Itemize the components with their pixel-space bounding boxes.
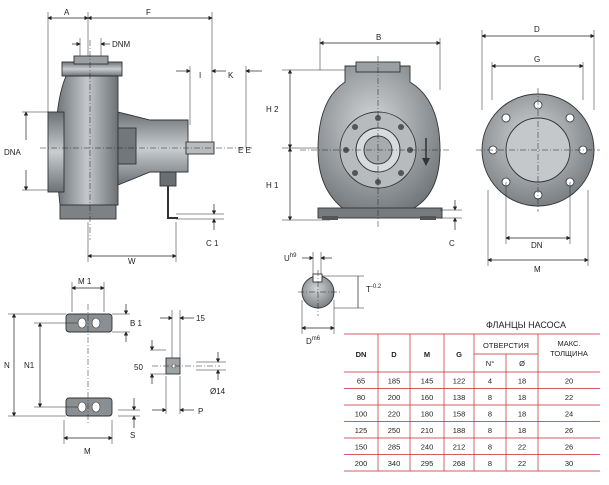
dim-DN-label: DN [531,241,543,250]
dim-M-bottom-label: M [84,447,91,456]
table-cell: 220 [388,410,401,419]
table-header-thickness-1: МАКС. [557,339,580,348]
table-cell: 185 [388,377,401,386]
table-cell: 8 [488,410,492,419]
suction-flange [47,111,65,193]
dim-D-label: D [534,25,540,34]
front-view: B H 2 H 1 C [266,33,462,248]
table-cell: 80 [357,393,365,402]
table-cell: 8 [488,393,492,402]
table-header-g: G [456,350,462,359]
table-cell: 145 [421,377,434,386]
shaft-section: Uh9 T-0.2 Dm6 [284,252,382,346]
dim-N1-label: N1 [24,361,35,370]
table-cell: 18 [518,426,526,435]
dim-H1-label: H 1 [266,181,279,190]
dim-F-label: F [146,8,151,17]
dim-P-label: P [198,407,203,416]
dim-15-label: 15 [196,314,205,323]
table-cell: 158 [453,410,466,419]
table-cell: 18 [518,410,526,419]
table-cell: 210 [421,426,434,435]
table-cell: 212 [453,443,466,452]
dim-G-label: G [534,55,540,64]
table-cell: 240 [421,443,434,452]
table-cell: 8 [488,426,492,435]
dim-DNM-label: DNM [112,40,131,49]
table-cell: 138 [453,393,466,402]
table-cell: 18 [518,377,526,386]
dim-B1-label: B 1 [130,319,143,328]
dim-U-label: Uh9 [284,253,297,263]
table-cell: 200 [388,393,401,402]
table-cell: 8 [488,459,492,468]
table-cell: 65 [357,377,365,386]
dim-50-label: 50 [134,363,143,372]
dim-B-label: B [376,33,381,42]
table-title: ФЛАНЦЫ НАСОСА [486,320,566,330]
table-cell: 8 [488,443,492,452]
table-cell: 22 [518,459,526,468]
table-cell: 150 [355,443,368,452]
table-cell: 20 [565,377,573,386]
table-cell: 125 [355,426,368,435]
table-cell: 24 [565,410,573,419]
dim-Dm6-label: Dm6 [306,336,321,346]
dim-C-label: C [449,239,455,248]
table-cell: 122 [453,377,466,386]
table-header-thickness-2: ТОЛЩИНА [550,349,588,358]
table-cell: 18 [518,393,526,402]
dim-DNA-label: DNA [4,148,22,157]
flange-view: D G DN M [476,25,600,274]
table-cell: 26 [565,426,573,435]
dim-H2-label: H 2 [266,105,279,114]
table-cell: 295 [421,459,434,468]
dim-N-label: N [4,361,10,370]
dim-A-label: A [64,8,70,17]
table-cell: 188 [453,426,466,435]
dim-C1-label: C 1 [206,239,219,248]
table-cell: 100 [355,410,368,419]
svg-text:E E: E E [238,146,251,155]
flange-table: ФЛАНЦЫ НАСОСА DN D M G ОТВЕРСТИЯ МАКС.ТОЛЩИНА… [344,320,600,472]
table-cell: 285 [388,443,401,452]
bolt-detail: 15 50 Ø14 P [134,310,226,416]
table-cell: 160 [421,393,434,402]
table-header-d: D [391,350,397,359]
table-cell: 22 [518,443,526,452]
dim-W-label: W [128,257,136,266]
table-subheader-dia: Ø [519,359,525,368]
table-header-dn: DN [356,350,367,359]
side-view: A F DNM I K DNA [4,8,262,266]
table-header-holes: ОТВЕРСТИЯ [483,341,529,350]
dim-M1-label: M 1 [78,277,92,286]
table-cell: 340 [388,459,401,468]
dim-dia14-label: Ø14 [210,387,226,396]
foot-detail: M 1 B 1 N N1 M S [4,277,143,456]
keyway [312,273,323,283]
dim-K-label: K [228,71,234,80]
table-cell: 26 [565,443,573,452]
table-cell: 200 [355,459,368,468]
table-cell: 22 [565,393,573,402]
dim-I-label: I [199,71,201,80]
table-header-m: M [424,350,430,359]
table-cell: 268 [453,459,466,468]
casing-foot [59,204,117,220]
table-cell: 250 [388,426,401,435]
table-cell: 30 [565,459,573,468]
table-cell: 4 [488,377,492,386]
dim-S-label: S [130,431,135,440]
table-cell: 180 [421,410,434,419]
dim-T-label: T-0.2 [366,284,382,294]
table-subheader-count: N° [486,359,494,368]
pump-casing [55,75,119,206]
dim-M-label: M [534,265,541,274]
